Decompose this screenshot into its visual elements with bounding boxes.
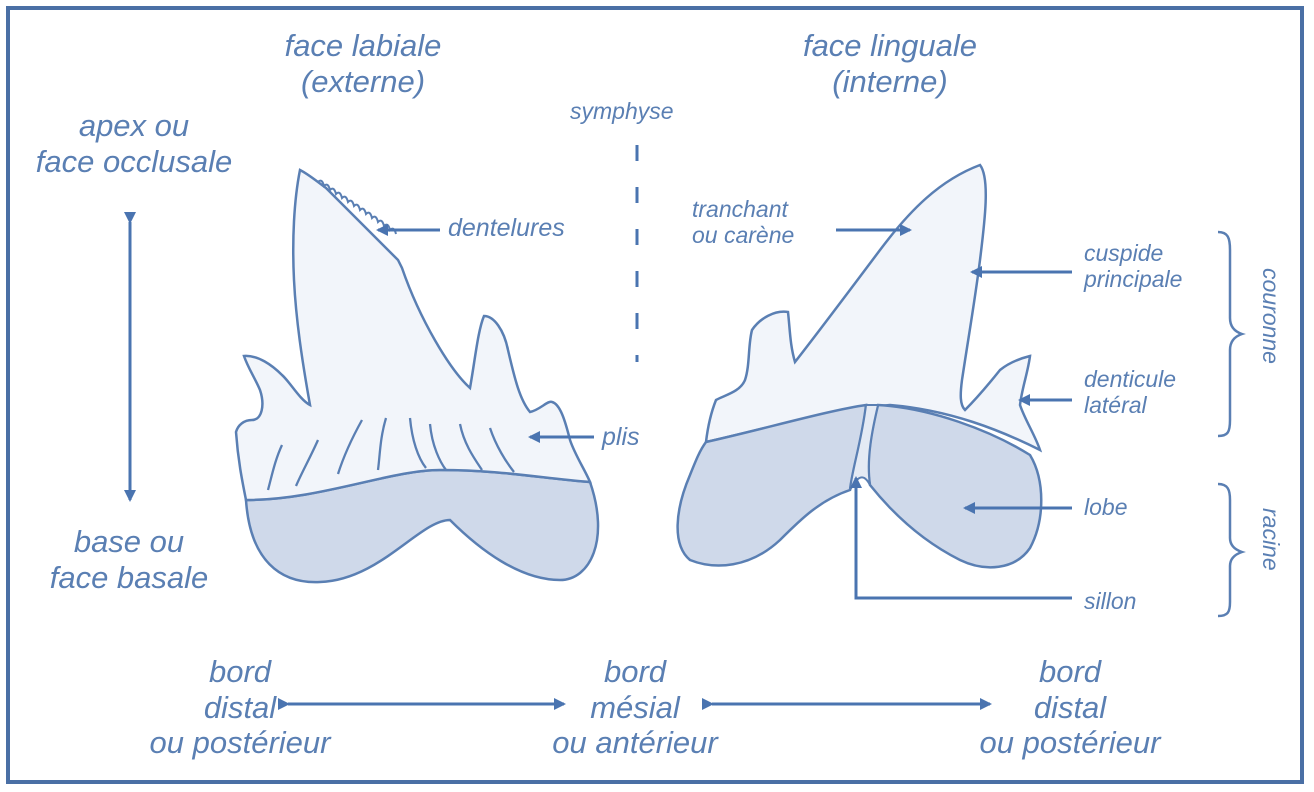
sillon-label: sillon [1084, 588, 1136, 614]
denticule-label: denticule latéral [1084, 366, 1176, 419]
base-label: base ou face basale [14, 524, 244, 595]
tranchant-label-line1: tranchant [692, 196, 794, 222]
denticule-label-line1: denticule [1084, 366, 1176, 392]
tranchant-label-line2: ou carène [692, 222, 794, 248]
bottom-right-line1: bord [960, 654, 1180, 690]
plis-label: plis [602, 423, 640, 452]
tranchant-label: tranchant ou carène [692, 196, 794, 249]
bottom-center-line2: mésial [530, 690, 740, 726]
bottom-center-label: bord mésial ou antérieur [530, 654, 740, 761]
base-label-line1: base ou [14, 524, 244, 560]
denticule-label-line2: latéral [1084, 392, 1176, 418]
couronne-brace [1218, 232, 1242, 436]
bottom-right-line2: distal [960, 690, 1180, 726]
bottom-center-line1: bord [530, 654, 740, 690]
cuspide-label-line1: cuspide [1084, 240, 1182, 266]
lingual-heading: face linguale (interne) [780, 28, 1000, 99]
cuspide-label-line2: principale [1084, 266, 1182, 292]
apex-label: apex ou face occlusale [14, 108, 254, 179]
apex-label-line2: face occlusale [14, 144, 254, 180]
bottom-left-line1: bord [140, 654, 340, 690]
bottom-left-line2: distal [140, 690, 340, 726]
bottom-right-line3: ou postérieur [960, 725, 1180, 761]
base-label-line2: face basale [14, 560, 244, 596]
labial-heading-line2: (externe) [258, 64, 468, 100]
lingual-heading-line1: face linguale [780, 28, 1000, 64]
couronne-label: couronne [1257, 268, 1284, 364]
bottom-left-label: bord distal ou postérieur [140, 654, 340, 761]
bottom-center-line3: ou antérieur [530, 725, 740, 761]
lobe-label: lobe [1084, 494, 1127, 520]
bottom-right-label: bord distal ou postérieur [960, 654, 1180, 761]
racine-brace [1218, 484, 1242, 616]
lingual-root-left-lobe [678, 405, 866, 565]
bottom-left-line3: ou postérieur [140, 725, 340, 761]
apex-label-line1: apex ou [14, 108, 254, 144]
dentelures-label: dentelures [448, 214, 565, 243]
symphyse-label: symphyse [570, 98, 674, 124]
lingual-heading-line2: (interne) [780, 64, 1000, 100]
racine-label: racine [1257, 508, 1284, 571]
labial-heading: face labiale (externe) [258, 28, 468, 99]
labial-heading-line1: face labiale [258, 28, 468, 64]
cuspide-label: cuspide principale [1084, 240, 1182, 293]
